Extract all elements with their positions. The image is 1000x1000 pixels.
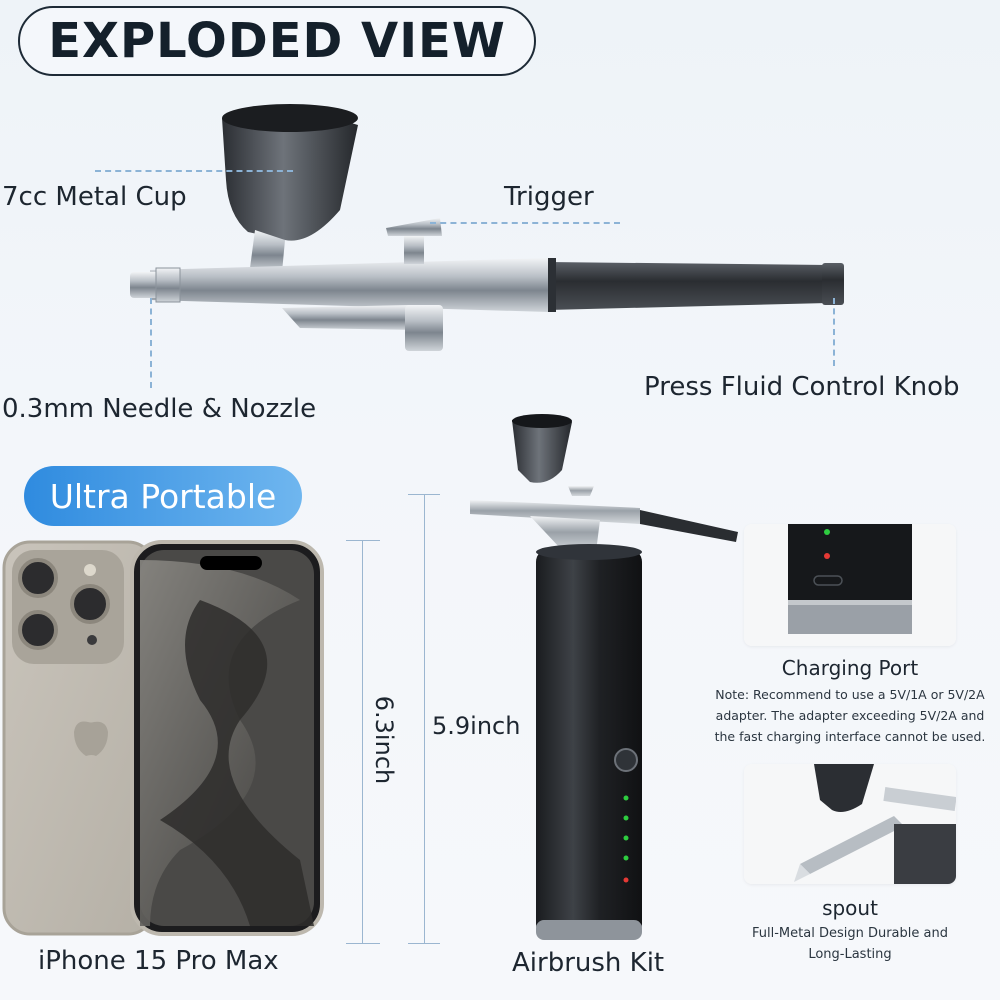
cup-rim [222,104,358,132]
battery-led-3 [623,835,629,841]
handle-joint [548,258,556,312]
camera-lens-3 [70,584,110,624]
spout-card [744,764,956,884]
knob-label: Press Fluid Control Knob [644,372,960,402]
phone-height-label: 6.3inch [370,695,398,785]
handle-tube [548,262,828,310]
wallpaper-shadow [160,600,314,926]
kit-trigger [568,486,594,496]
needle-label: 0.3mm Needle & Nozzle [2,394,317,424]
camera-lens-1 [18,558,58,598]
nozzle-ring [155,267,181,303]
battery-led-red [623,877,629,883]
phone-dim-top-tick [346,540,380,541]
phone-dim-bottom-tick [346,943,380,944]
airbrush-exploded-illustration [130,104,844,351]
spout-desc-line-2: Long-Lasting [808,947,892,962]
power-button [614,748,638,772]
airbrush-kit-illustration [470,414,738,940]
charging-port-title: Charging Port [781,656,919,680]
charging-port-image [744,524,956,646]
ultra-portable-badge: Ultra Portable [24,466,302,526]
kit-gun-underside [530,516,600,552]
kit-gun-handle [640,510,738,542]
phone-caption: iPhone 15 Pro Max [38,946,279,976]
apple-logo [74,721,108,756]
control-knob-end [822,263,844,305]
cup-shape [222,110,358,241]
spout-image [744,764,956,884]
spout-desc-line-1: Full-Metal Design Durable and [752,926,948,941]
phone-dim-line [362,540,363,943]
kit-compressor-top [536,544,642,560]
nozzle-tip [130,272,160,298]
title-frame [18,6,536,76]
trigger-label: Trigger [504,182,594,212]
camera-lens-2 [18,610,58,650]
needle-callout-line [150,298,152,388]
underside-guard [282,305,420,330]
charging-note-line-1: Note: Recommend to use a 5V/1A or 5V/2A [715,687,985,702]
camera-flash [84,564,96,576]
page-title: EXPLODED VIEW [48,13,506,69]
trigger-shape [386,218,442,236]
kit-gun-body [470,500,640,524]
charging-port-card [744,524,956,646]
dynamic-island [200,556,262,570]
kit-compressor-body [536,548,642,938]
kit-cup-rim [512,414,572,428]
kit-height-label: 5.9inch [432,712,521,740]
trigger-stem [404,236,424,264]
charging-note-line-2: adapter. The adapter exceeding 5V/2A and [715,708,985,723]
kit-caption: Airbrush Kit [512,948,665,978]
battery-led-2 [623,815,629,821]
phone-illustration [2,540,324,936]
kit-dim-line [424,494,425,943]
lidar-sensor [87,635,97,645]
kit-dim-bottom-tick [408,943,440,944]
cup-callout-line [95,170,293,172]
knob-callout-line [833,298,835,366]
spout-title: spout [822,896,878,920]
trigger-callout-line [430,222,620,224]
main-body [150,258,548,312]
cup-label: 7cc Metal Cup [2,182,187,212]
kit-compressor-base [536,920,642,940]
battery-led-4 [623,855,629,861]
charging-note-line-3: the fast charging interface cannot be us… [714,729,986,744]
kit-cup [512,415,572,483]
air-inlet [405,305,443,351]
cup-neck [250,230,285,272]
battery-led-1 [623,795,629,801]
